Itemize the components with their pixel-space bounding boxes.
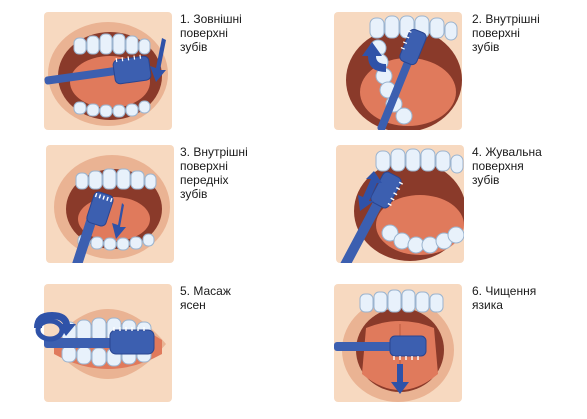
step-4-line-1: 4. Жувальна <box>472 145 542 159</box>
step-1-line-3: зубів <box>180 40 208 54</box>
step-3-caption: 3. Внутрішні поверхні передніх зубів <box>180 145 248 201</box>
step-5-caption: 5. Масаж ясен <box>180 284 231 312</box>
step-3-line-2: поверхні <box>180 159 228 173</box>
step-6-line-1: 6. Чищення <box>472 284 537 298</box>
panel-inner-surfaces <box>334 12 462 130</box>
step-4-line-3: зубів <box>472 173 500 187</box>
step-6-caption: 6. Чищення язика <box>472 284 536 312</box>
gum-massage-illustration <box>44 284 172 402</box>
step-2-line-1: 2. Внутрішні <box>472 12 540 26</box>
panel-gum-massage <box>44 284 172 402</box>
panel-outer-surfaces <box>44 12 172 130</box>
curved-arrow-icon <box>362 42 386 72</box>
inner-surfaces-illustration <box>334 12 462 130</box>
step-1-line-2: поверхні <box>180 26 228 40</box>
panel-inner-front-teeth <box>46 145 174 263</box>
step-2-caption: 2. Внутрішні поверхні зубів <box>472 12 540 54</box>
tongue-cleaning-illustration <box>334 284 462 402</box>
step-5-line-2: ясен <box>180 298 206 312</box>
chewing-surfaces-illustration <box>336 145 464 263</box>
panel-chewing-surfaces <box>336 145 464 263</box>
step-4-caption: 4. Жувальна поверхня зубів <box>472 145 542 187</box>
inner-front-teeth-illustration <box>46 145 174 263</box>
step-1-caption: 1. Зовнішні поверхні зубів <box>180 12 242 54</box>
step-2-line-3: зубів <box>472 40 500 54</box>
down-arrow-icon <box>112 203 126 239</box>
step-3-line-1: 3. Внутрішні <box>180 145 248 159</box>
down-arrow-icon <box>150 38 166 82</box>
down-arrow-icon <box>391 364 409 394</box>
step-4-line-2: поверхня <box>472 159 524 173</box>
double-arrow-icon <box>358 171 382 211</box>
step-6-line-2: язика <box>472 298 503 312</box>
circular-arrow-icon <box>34 312 76 342</box>
panel-tongue-cleaning <box>334 284 462 402</box>
step-3-line-4: зубів <box>180 187 208 201</box>
step-5-line-1: 5. Масаж <box>180 284 231 298</box>
step-3-line-3: передніх <box>180 173 229 187</box>
step-2-line-2: поверхні <box>472 26 520 40</box>
outer-surfaces-illustration <box>44 12 172 130</box>
step-1-line-1: 1. Зовнішні <box>180 12 242 26</box>
